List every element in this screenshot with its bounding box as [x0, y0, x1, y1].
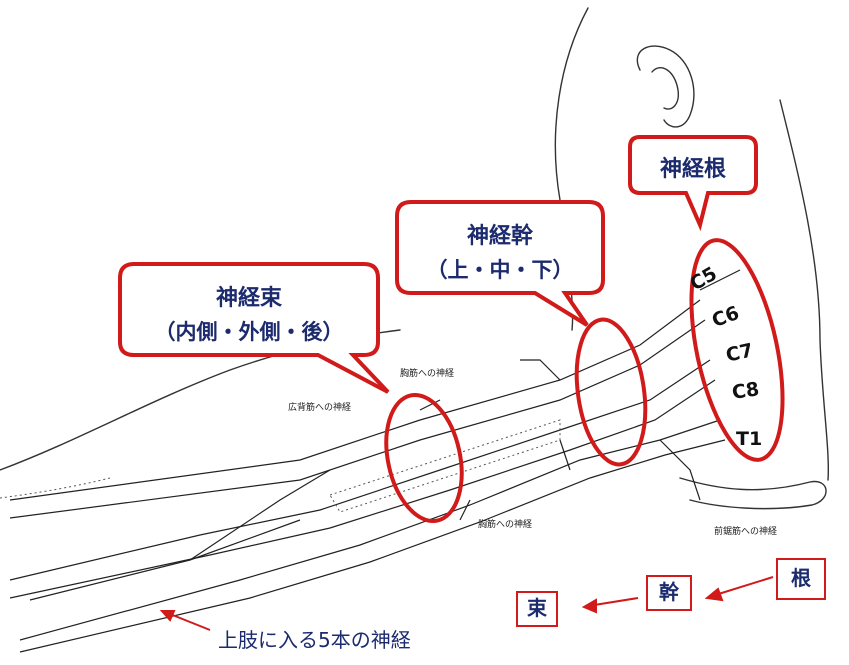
nerve-1b [9, 319, 706, 519]
arrow-root-to-trunk [711, 576, 774, 597]
root-ellipse [689, 238, 785, 462]
callout-cord-sub: （内側・外側・後） [154, 320, 344, 344]
label-pectoral-lower: 胸筋への神経 [478, 520, 533, 530]
legend-root-box: 根 [776, 558, 826, 600]
branch-b [659, 439, 701, 501]
callout-trunk: 神経幹 （上・中・下） [395, 200, 605, 327]
root-label-c8: C8 [730, 378, 761, 404]
dotted-shoulder [0, 477, 111, 499]
nerve-4 [29, 519, 301, 601]
callout-trunk-bubble [395, 200, 605, 327]
branch-d [419, 399, 441, 411]
nerve-2b [9, 379, 716, 599]
ear-outline [636, 45, 695, 128]
callout-root-label: 神経根 [659, 157, 726, 182]
nerve-3 [19, 419, 721, 641]
trunk-ellipse [574, 317, 648, 467]
legend-trunk-box: 幹 [646, 575, 692, 611]
callout-trunk-title: 神経幹 [466, 224, 533, 249]
label-latissimus: 広背筋への神経 [288, 403, 352, 413]
callout-cord-title: 神経束 [215, 286, 282, 311]
callout-root-bubble [628, 135, 758, 232]
branch-f [559, 439, 571, 471]
nerve-1 [9, 299, 701, 501]
nerve-3b [19, 439, 726, 653]
branch-c [520, 359, 561, 381]
callout-cord-bubble [118, 262, 390, 394]
legend-cord-box: 束 [516, 591, 558, 627]
callout-trunk-sub: （上・中・下） [426, 258, 574, 282]
root-label-t1: T1 [736, 428, 763, 450]
branch-e [459, 499, 471, 521]
caption-five-nerves: 上肢に入る5本の神経 [218, 628, 411, 652]
dotted-band [329, 419, 561, 513]
nerve-2 [9, 359, 711, 581]
callout-root: 神経根 [628, 135, 758, 232]
nerve-5 [189, 469, 331, 561]
clavicle [679, 477, 827, 510]
label-pectoral-upper: 胸筋への神経 [400, 369, 455, 379]
chin-outline [779, 99, 830, 481]
callout-cord: 神経束 （内側・外側・後） [118, 262, 390, 394]
cord-ellipse [384, 392, 464, 524]
branch-a [699, 269, 741, 291]
label-serratus: 前鋸筋への神経 [714, 527, 778, 537]
